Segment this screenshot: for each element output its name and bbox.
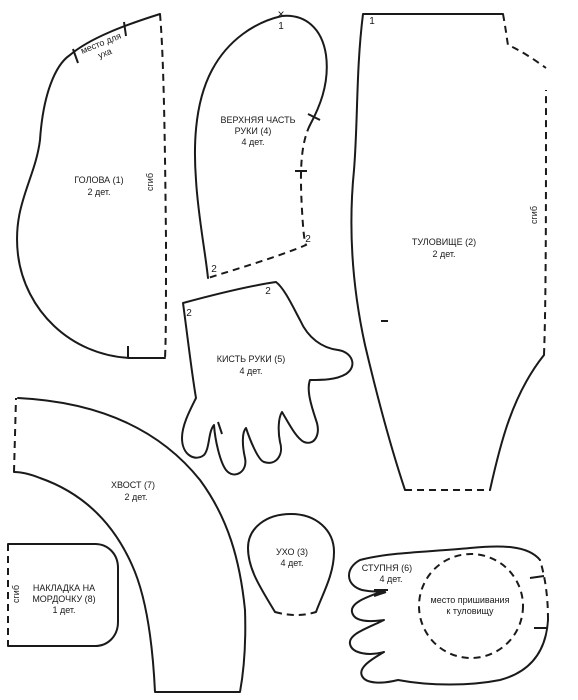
body-outline: [350, 13, 504, 491]
head-outline: [16, 13, 166, 359]
head-fold-label: сгиб: [145, 173, 155, 191]
tail-title: ХВОСТ (7): [111, 480, 155, 490]
foot-notch-b: [373, 591, 387, 597]
head-title: ГОЛОВА (1): [74, 175, 123, 185]
tail-outline: [13, 397, 247, 693]
body-fold-label: сгиб: [529, 206, 539, 224]
head-piece: место для уха сгиб ГОЛОВА (1) 2 дет.: [16, 13, 168, 359]
tail-qty: 2 дет.: [124, 492, 147, 502]
cross-mark: ×: [277, 7, 284, 21]
hand-mark-b: 2: [265, 286, 271, 297]
muzzle-outline: [7, 543, 119, 647]
foot-qty: 4 дет.: [379, 574, 402, 584]
upper-arm-title-1: ВЕРХНЯЯ ЧАСТЬ: [220, 115, 295, 125]
foot-title: СТУПНЯ (6): [362, 563, 412, 573]
upper-arm-outline: [194, 14, 328, 279]
body-fold-line: [543, 89, 547, 356]
head-ear-notch-b: [123, 21, 127, 37]
body-top-dart: [502, 13, 547, 69]
head-ear-place-label-2: уха: [97, 46, 114, 60]
ear-outline: [247, 513, 335, 613]
upper-arm-mark-b: 2: [211, 264, 217, 275]
hand-qty: 4 дет.: [239, 366, 262, 376]
head-fold-line: [159, 13, 168, 359]
tail-piece: ХВОСТ (7) 2 дет.: [13, 397, 247, 693]
head-qty: 2 дет.: [87, 187, 110, 197]
tail-fold-line: [13, 397, 17, 473]
upper-arm-seam-line: [207, 124, 311, 279]
ear-qty: 4 дет.: [280, 558, 303, 568]
foot-outline: [348, 545, 549, 686]
ear-title: УХО (3): [276, 547, 308, 557]
foot-attach-label-1: место пришивания: [431, 595, 510, 605]
ear-bottom-seam: [274, 611, 317, 616]
upper-arm-title-2: РУКИ (4): [235, 126, 272, 136]
foot-piece: СТУПНЯ (6) 4 дет. место пришивания к тул…: [348, 545, 549, 686]
foot-attach-circle: [418, 553, 524, 659]
ear-piece: УХО (3) 4 дет.: [247, 513, 335, 616]
body-mark-top: 1: [369, 16, 375, 27]
foot-heel-seam: [539, 559, 549, 621]
muzzle-fold-label: сгиб: [11, 585, 21, 603]
hand-mark-a: 2: [186, 308, 192, 319]
body-leg-curve: [489, 354, 545, 491]
foot-notch-c: [529, 575, 545, 579]
body-piece: 1 сгиб ТУЛОВИЩЕ (2) 2 дет.: [350, 13, 547, 491]
body-qty: 2 дет.: [432, 249, 455, 259]
muzzle-piece: сгиб НАКЛАДКА НА МОРДОЧКУ (8) 1 дет.: [7, 543, 119, 647]
upper-arm-mark-a: 2: [305, 234, 311, 245]
hand-title: КИСТЬ РУКИ (5): [217, 354, 286, 364]
hand-outline: [181, 281, 354, 476]
foot-attach-label-2: к туловищу: [446, 606, 494, 616]
muzzle-title-1: НАКЛАДКА НА: [33, 583, 95, 593]
muzzle-qty: 1 дет.: [52, 605, 75, 615]
upper-arm-qty: 4 дет.: [241, 137, 264, 147]
hand-notch: [217, 421, 223, 435]
muzzle-title-2: МОРДОЧКУ (8): [32, 594, 95, 604]
head-ear-notch-a: [72, 48, 79, 64]
body-title: ТУЛОВИЩЕ (2): [412, 237, 476, 247]
hand-piece: 2 2 КИСТЬ РУКИ (5) 4 дет.: [181, 281, 354, 476]
upper-arm-mark-top: 1: [278, 21, 284, 32]
upper-arm-notch-a: [307, 113, 321, 121]
upper-arm-piece: 1 × 2 2 ВЕРХНЯЯ ЧАСТЬ РУКИ (4) 4 дет.: [194, 7, 328, 279]
